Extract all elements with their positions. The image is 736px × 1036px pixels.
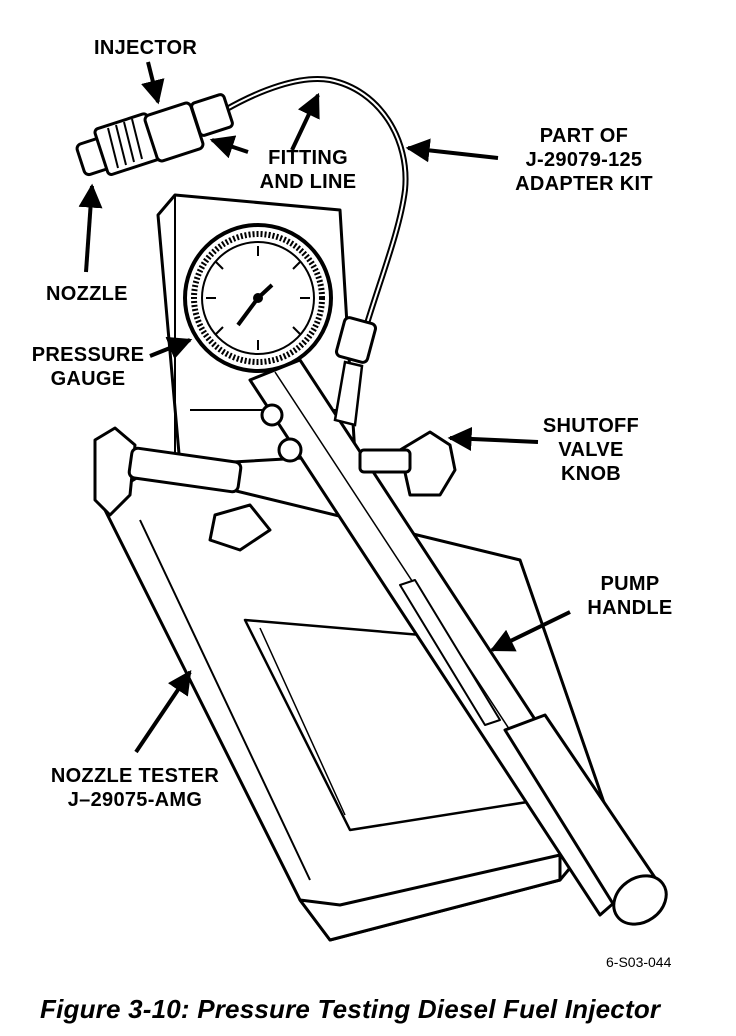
pump-handle xyxy=(248,358,668,926)
label-pump-line-2: HANDLE xyxy=(587,597,673,619)
figure-code: 6-S03-044 xyxy=(606,954,672,970)
label-adapter-line-2: J-29079-125 xyxy=(525,149,643,171)
fuel-line xyxy=(223,76,409,427)
label-nozzle: NOZZLE xyxy=(46,283,128,305)
shutoff-arrow xyxy=(447,426,539,451)
label-adapter-line-3: ADAPTER KIT xyxy=(515,173,653,195)
label-adapter-kit: PART OF J-29079-125 ADAPTER KIT xyxy=(494,124,674,196)
injector-arrow xyxy=(141,61,165,105)
label-pressure-line-1: PRESSURE xyxy=(31,344,145,366)
nozzle-arrow xyxy=(78,183,103,273)
label-shutoff-line-3: KNOB xyxy=(560,463,622,485)
pressure-gauge-arrow xyxy=(149,336,193,360)
figure-caption: Figure 3-10: Pressure Testing Diesel Fue… xyxy=(40,994,661,1024)
label-shutoff-line-2: VALVE xyxy=(558,439,624,461)
injector xyxy=(75,93,234,177)
label-shutoff-line-1: SHUTOFF xyxy=(542,415,640,437)
label-pump-line-1: PUMP xyxy=(600,573,660,595)
pressure-gauge xyxy=(183,223,333,373)
pump-handle-arrow xyxy=(489,610,571,652)
label-fitting-line-1: FITTING xyxy=(268,147,348,169)
fitting-arrow xyxy=(209,135,249,159)
label-fitting-line-2: AND LINE xyxy=(259,171,357,193)
adapter-arrow xyxy=(405,138,499,163)
callout-arrows xyxy=(78,61,571,754)
label-fitting-and-line: FITTING AND LINE xyxy=(252,146,364,194)
label-pump-handle: PUMP HANDLE xyxy=(580,572,680,620)
label-nozzle-tester-line-1: NOZZLE TESTER xyxy=(50,765,220,787)
fitting-line-arrow xyxy=(290,92,320,151)
label-pressure-line-2: GAUGE xyxy=(50,368,126,390)
label-adapter-line-1: PART OF xyxy=(539,125,629,147)
nozzle-tester-arrow xyxy=(134,670,192,754)
label-pressure-gauge: PRESSURE GAUGE xyxy=(26,343,150,391)
label-nozzle-tester-line-2: J–29075-AMG xyxy=(67,789,203,811)
label-shutoff-valve-knob: SHUTOFF VALVE KNOB xyxy=(532,414,650,486)
shutoff-valve-knobs xyxy=(93,403,457,552)
label-injector: INJECTOR xyxy=(94,37,198,59)
label-nozzle-tester: NOZZLE TESTER J–29075-AMG xyxy=(48,764,222,812)
